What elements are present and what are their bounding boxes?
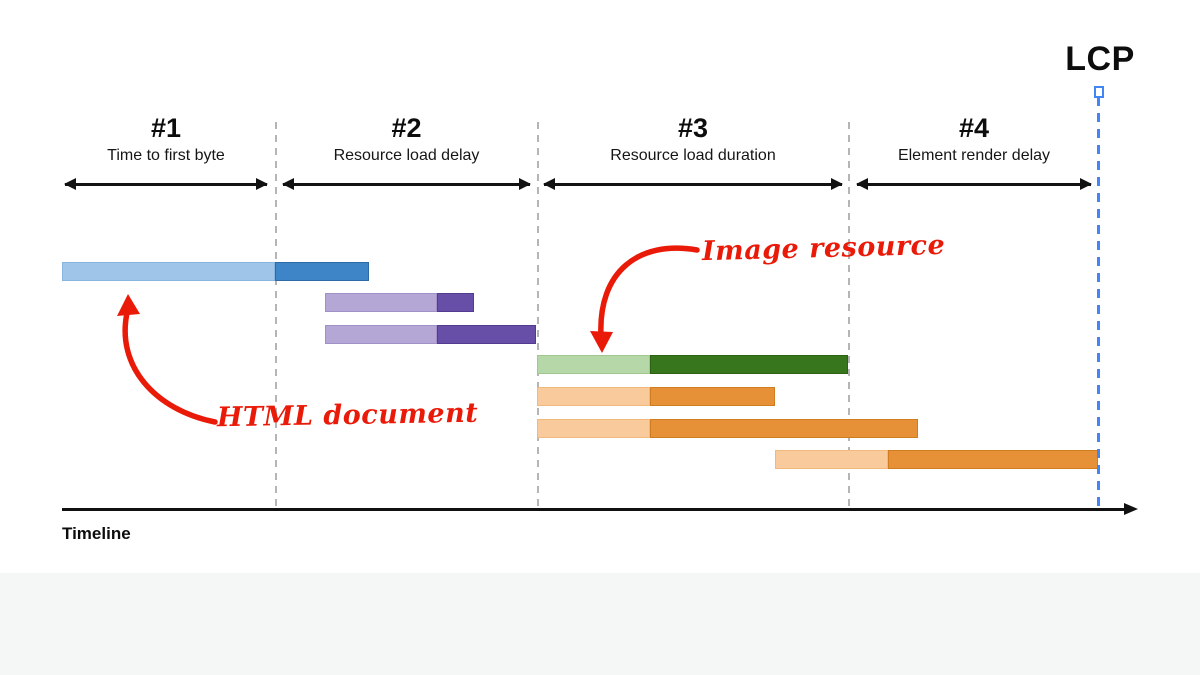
image-bar-light <box>537 355 650 374</box>
image-bar-dark <box>650 355 848 374</box>
html-document-curved-arrow <box>117 294 218 425</box>
document-bar-light <box>62 262 275 281</box>
legend: DocumentStylesheetScriptImage <box>0 573 1200 675</box>
script-bar-dark <box>888 450 1098 469</box>
timeline-axis <box>62 508 1126 511</box>
image-resource-curved-arrow <box>590 245 700 353</box>
phase-divider-1 <box>275 122 277 510</box>
phase-4-range-arrow <box>856 179 1092 190</box>
lcp-label: LCP <box>1065 40 1135 78</box>
phase-divider-2 <box>537 122 539 510</box>
phase-3-number: #3 <box>677 113 709 143</box>
phase-2-number: #2 <box>391 113 422 143</box>
phase-3-label: Resource load duration <box>610 147 776 164</box>
document-bar-dark <box>275 262 369 281</box>
phase-divider-3 <box>848 122 850 510</box>
stylesheet-bar-light <box>325 325 437 344</box>
phase-1-label: Time to first byte <box>107 147 225 164</box>
phase-2-label: Resource load delay <box>333 147 480 164</box>
timeline-axis-arrow-icon <box>1124 503 1138 515</box>
html-document-annotation: HTML document <box>216 397 479 434</box>
script-bar-dark <box>650 419 918 438</box>
timeline-label: Timeline <box>62 524 131 543</box>
phase-1-range-arrow <box>64 179 268 190</box>
phase-4-label: Element render delay <box>897 147 1051 164</box>
script-bar-dark <box>650 387 775 406</box>
lcp-dashed-line <box>1097 97 1100 510</box>
stylesheet-bar-dark <box>437 325 536 344</box>
image-resource-annotation: Image resource <box>701 229 946 268</box>
script-bar-light <box>775 450 888 469</box>
phase-4-number: #4 <box>958 113 990 143</box>
script-bar-light <box>537 387 650 406</box>
script-bar-light <box>537 419 650 438</box>
phase-3-range-arrow <box>543 179 843 190</box>
stylesheet-bar-dark <box>437 293 474 312</box>
phase-1-number: #1 <box>150 113 182 143</box>
phase-2-range-arrow <box>282 179 531 190</box>
stylesheet-bar-light <box>325 293 437 312</box>
